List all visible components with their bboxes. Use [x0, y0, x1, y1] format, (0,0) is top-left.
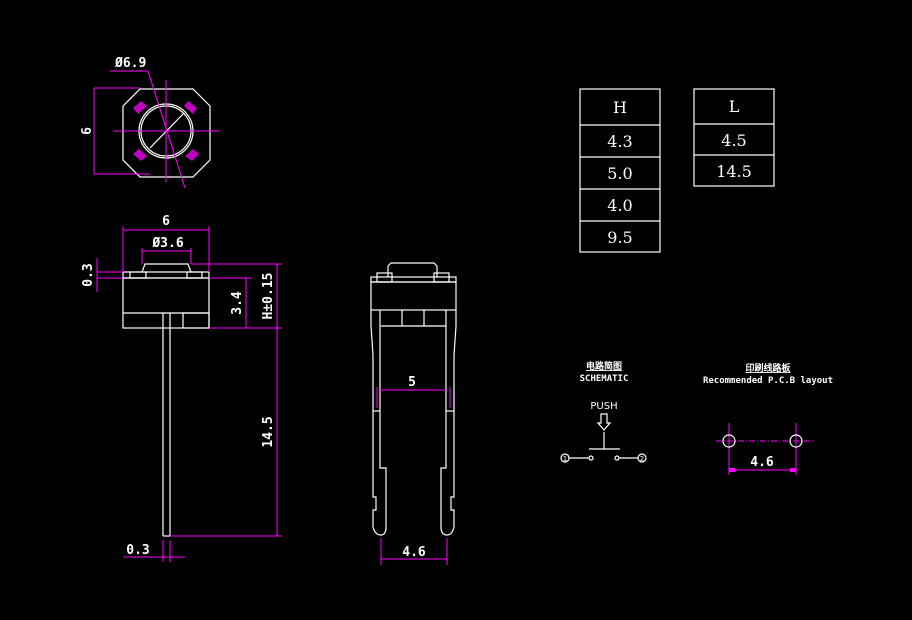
schematic-title-cn: 电路简图 — [586, 360, 622, 372]
pin1-label: 1 — [563, 455, 567, 463]
table-h-header: H — [613, 98, 627, 117]
pcb-title-cn: 印刷线路板 — [745, 362, 791, 374]
table-l-cell: 14.5 — [716, 162, 752, 181]
table-h-cell: 4.0 — [607, 196, 632, 215]
leg-thickness-label: 0.3 — [126, 543, 149, 558]
top-diameter-label: Ø6.9 — [114, 56, 146, 71]
table-l-cell: 4.5 — [721, 131, 746, 150]
pin2-label: 2 — [640, 455, 644, 463]
push-arrow-icon — [596, 413, 612, 431]
side-width-label: 6 — [162, 214, 170, 229]
cap-diameter-label: Ø3.6 — [151, 236, 183, 251]
length-table: L 4.5 14.5 — [693, 88, 775, 187]
table-l-header: L — [729, 97, 740, 116]
front-view: 5 4.6 — [370, 262, 457, 565]
leg-length-label: 14.5 — [261, 416, 276, 447]
pcb-title-en: Recommended P.C.B layout — [703, 376, 833, 386]
side-view: 6 Ø3.6 0.3 3.4 H±0.15 14.5 0.3 — [81, 214, 282, 562]
body-height-label: 3.4 — [230, 291, 245, 315]
table-h-cell: 5.0 — [607, 164, 632, 183]
total-height-label: H±0.15 — [261, 273, 276, 320]
pcb-pitch-label: 4.6 — [750, 455, 774, 470]
top-width-label: 6 — [80, 127, 95, 135]
inner-width-label: 5 — [408, 375, 416, 390]
plate-thickness-label: 0.3 — [81, 263, 96, 286]
top-view: Ø6.9 6 — [80, 56, 220, 189]
pcb-hole — [722, 434, 736, 448]
table-h-cell: 9.5 — [607, 228, 632, 247]
table-h-cell: 4.3 — [607, 132, 632, 151]
schematic-title-en: SCHEMATIC — [580, 374, 629, 384]
pitch-label: 4.6 — [402, 545, 426, 560]
pcb-layout: 印刷线路板 Recommended P.C.B layout 4.6 — [703, 362, 833, 475]
pcb-hole — [789, 434, 803, 448]
height-table: H 4.3 5.0 4.0 9.5 — [579, 88, 661, 253]
push-label: PUSH — [590, 401, 617, 412]
schematic: 电路简图 SCHEMATIC PUSH 1 2 — [560, 360, 647, 463]
